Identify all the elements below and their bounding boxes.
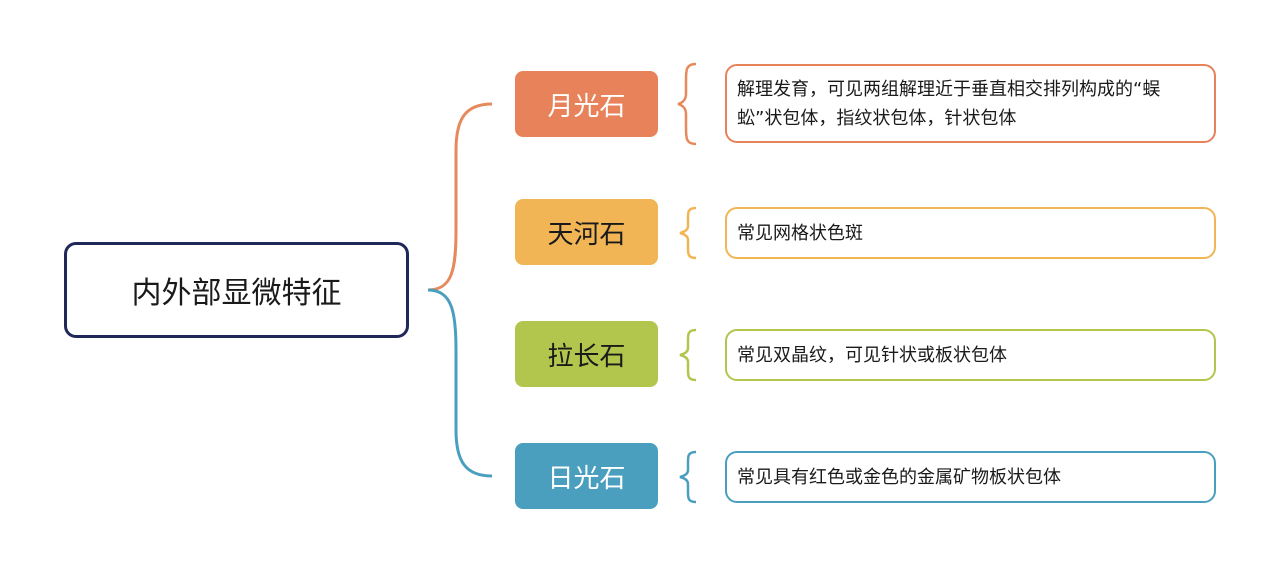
root-connector-bottom bbox=[427, 288, 493, 478]
branch-label: 天河石 bbox=[547, 219, 626, 250]
description-text: 常见具有红色或金色的金属矿物板状包体 bbox=[737, 466, 1061, 488]
brace-moonstone bbox=[677, 62, 697, 146]
root-connector-top bbox=[427, 102, 493, 292]
description-sunstone: 常见具有红色或金色的金属矿物板状包体 bbox=[725, 451, 1216, 503]
description-amazonite: 常见网格状色斑 bbox=[725, 207, 1216, 259]
branch-amazonite: 天河石 bbox=[515, 199, 658, 265]
branch-labradorite: 拉长石 bbox=[515, 321, 658, 387]
branch-label: 月光石 bbox=[547, 91, 626, 122]
brace-sunstone bbox=[679, 450, 697, 504]
description-labradorite: 常见双晶纹，可见针状或板状包体 bbox=[725, 329, 1216, 381]
branch-label: 日光石 bbox=[547, 463, 626, 494]
brace-amazonite bbox=[679, 206, 697, 260]
root-node: 内外部显微特征 bbox=[64, 242, 409, 338]
branch-sunstone: 日光石 bbox=[515, 443, 658, 509]
description-moonstone: 解理发育，可见两组解理近于垂直相交排列构成的“蜈蚣”状包体，指纹状包体，针状包体 bbox=[725, 64, 1216, 143]
branch-moonstone: 月光石 bbox=[515, 71, 658, 137]
description-text: 常见网格状色斑 bbox=[737, 222, 863, 244]
description-text: 常见双晶纹，可见针状或板状包体 bbox=[737, 344, 1007, 366]
description-text: 解理发育，可见两组解理近于垂直相交排列构成的“蜈蚣”状包体，指纹状包体，针状包体 bbox=[737, 78, 1161, 129]
root-label: 内外部显微特征 bbox=[131, 276, 342, 311]
brace-labradorite bbox=[679, 328, 697, 382]
branch-label: 拉长石 bbox=[547, 341, 626, 372]
